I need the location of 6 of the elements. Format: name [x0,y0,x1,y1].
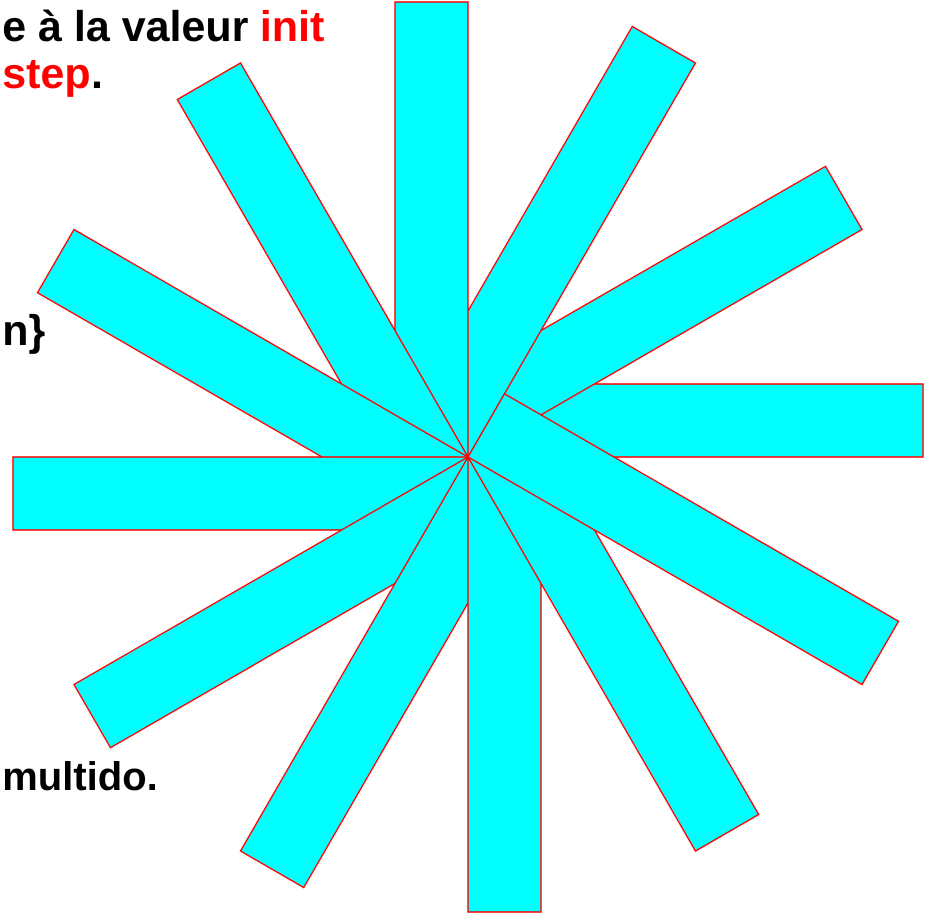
label-text: init [262,10,324,42]
label-text: step [4,60,89,97]
label-text: . [94,82,100,88]
label-text: e à la valeur [4,9,248,42]
label-text: n} [5,314,45,354]
label-text: multido. [4,761,155,790]
